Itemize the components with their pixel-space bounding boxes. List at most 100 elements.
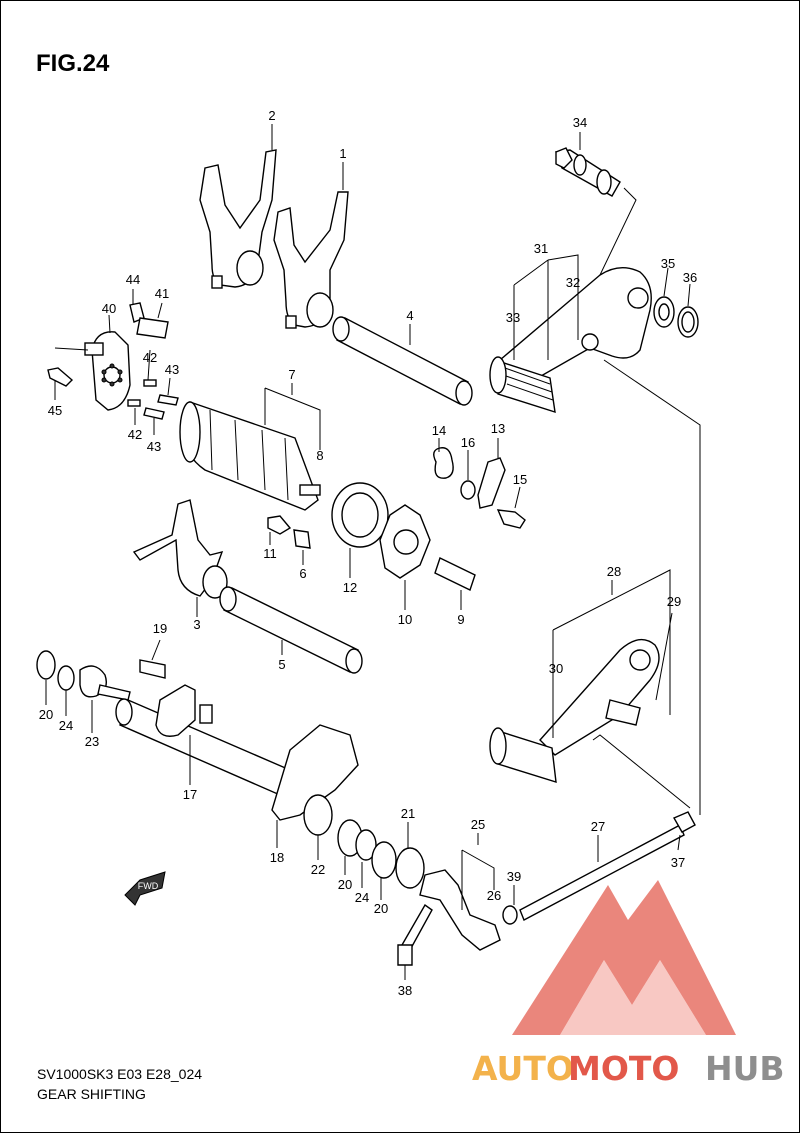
callout-7: 7 xyxy=(288,367,295,382)
washer-16 xyxy=(460,480,476,500)
leader-lines xyxy=(45,124,691,980)
callout-20-b: 20 xyxy=(338,877,352,892)
callout-4: 4 xyxy=(406,308,413,323)
callout-34: 34 xyxy=(573,115,587,130)
callout-1: 1 xyxy=(339,146,346,161)
callout-17: 17 xyxy=(183,787,197,802)
callout-9: 9 xyxy=(457,612,464,627)
spring-43b xyxy=(143,407,165,420)
callout-28: 28 xyxy=(607,564,621,579)
pin-42 xyxy=(143,379,157,387)
callout-23: 23 xyxy=(85,734,99,749)
oil-seal-21 xyxy=(395,847,425,889)
gearshift-cam-7 xyxy=(179,401,321,511)
callout-13: 13 xyxy=(491,421,505,436)
nut-39 xyxy=(502,905,518,925)
callout-39: 39 xyxy=(507,869,521,884)
reference-line-lever xyxy=(603,359,701,815)
callout-5: 5 xyxy=(278,657,285,672)
callout-20-c: 20 xyxy=(374,901,388,916)
gearshift-link-rod-27 xyxy=(519,824,685,921)
gearshift-cam-plate-40 xyxy=(54,331,131,411)
bolt-15 xyxy=(496,509,526,529)
callout-25: 25 xyxy=(471,817,485,832)
callout-10: 10 xyxy=(398,612,412,627)
pin-42b xyxy=(127,399,141,407)
callout-19: 19 xyxy=(153,621,167,636)
callout-44: 44 xyxy=(126,272,140,287)
callout-36: 36 xyxy=(683,270,697,285)
washer-6 xyxy=(293,529,311,549)
callout-15: 15 xyxy=(513,472,527,487)
callout-41: 41 xyxy=(155,286,169,301)
circlip-24b xyxy=(355,829,377,861)
gearshift-link-arm-25 xyxy=(419,869,501,951)
fork-shaft-4 xyxy=(332,316,473,406)
callout-40: 40 xyxy=(102,301,116,316)
watermark-moto: MOTO xyxy=(568,1049,679,1088)
callout-22: 22 xyxy=(311,862,325,877)
callout-14: 14 xyxy=(432,423,446,438)
reference-line-bolt xyxy=(599,187,637,276)
shift-fork-1 xyxy=(273,191,349,329)
bearing-12-inner xyxy=(341,492,379,538)
circlip-36-hole xyxy=(681,311,695,333)
cam-stopper-13 xyxy=(477,457,506,509)
spring-43 xyxy=(157,394,179,406)
plate-41 xyxy=(136,317,169,339)
callout-12: 12 xyxy=(343,580,357,595)
fwd-arrow: FWD xyxy=(124,871,166,906)
callout-11: 11 xyxy=(263,546,277,561)
callout-42-b: 42 xyxy=(128,427,142,442)
callout-20-a: 20 xyxy=(39,707,53,722)
callout-29: 29 xyxy=(667,594,681,609)
callout-21: 21 xyxy=(401,806,415,821)
shift-fork-2 xyxy=(199,149,277,289)
callout-43-b: 43 xyxy=(147,439,161,454)
callout-43-a: 43 xyxy=(165,362,179,377)
shift-lever-bolt-34 xyxy=(555,147,621,197)
washer-35-hole xyxy=(658,303,670,321)
callout-2: 2 xyxy=(268,108,275,123)
washer-20a xyxy=(36,650,56,680)
callout-32: 32 xyxy=(566,275,580,290)
gearshift-lever-31 xyxy=(489,267,652,414)
fork-shaft-5 xyxy=(219,586,363,674)
section-name: GEAR SHIFTING xyxy=(37,1086,146,1102)
callout-33: 33 xyxy=(506,310,520,325)
circlip-24a xyxy=(57,665,75,691)
gearshift-shaft-17 xyxy=(115,684,291,796)
watermark-auto: AUTO xyxy=(472,1049,574,1088)
bolt-11 xyxy=(267,515,292,535)
washer-20c xyxy=(371,841,397,879)
reference-line-rod xyxy=(592,734,691,809)
callout-30: 30 xyxy=(549,661,563,676)
callout-27: 27 xyxy=(591,819,605,834)
screw-45 xyxy=(47,367,74,387)
callout-8: 8 xyxy=(316,448,323,463)
pin-19 xyxy=(139,659,166,679)
watermark-logo: AUTO MOTO HUB xyxy=(472,880,785,1088)
bolt-38 xyxy=(401,903,433,951)
callout-31: 31 xyxy=(534,241,548,256)
model-code: SV1000SK3 E03 E28_024 xyxy=(37,1066,203,1082)
bolt-38-head xyxy=(397,944,413,966)
callout-45: 45 xyxy=(48,403,62,418)
callout-24-a: 24 xyxy=(59,718,73,733)
callout-3: 3 xyxy=(193,617,200,632)
callout-labels: 1 2 3 4 5 6 7 8 9 10 11 12 13 14 15 16 1… xyxy=(39,108,697,998)
spring-14 xyxy=(433,447,454,479)
callout-16: 16 xyxy=(461,435,475,450)
callout-6: 6 xyxy=(299,566,306,581)
nut-37 xyxy=(673,811,696,833)
gearshift-lever-28 xyxy=(489,638,660,783)
shift-fork-3 xyxy=(132,499,228,599)
shift-arm-18 xyxy=(271,724,359,821)
figure-title: FIG.24 xyxy=(36,50,110,77)
callout-26: 26 xyxy=(487,888,501,903)
callout-38: 38 xyxy=(398,983,412,998)
fwd-label: FWD xyxy=(138,881,159,891)
callout-35: 35 xyxy=(661,256,675,271)
